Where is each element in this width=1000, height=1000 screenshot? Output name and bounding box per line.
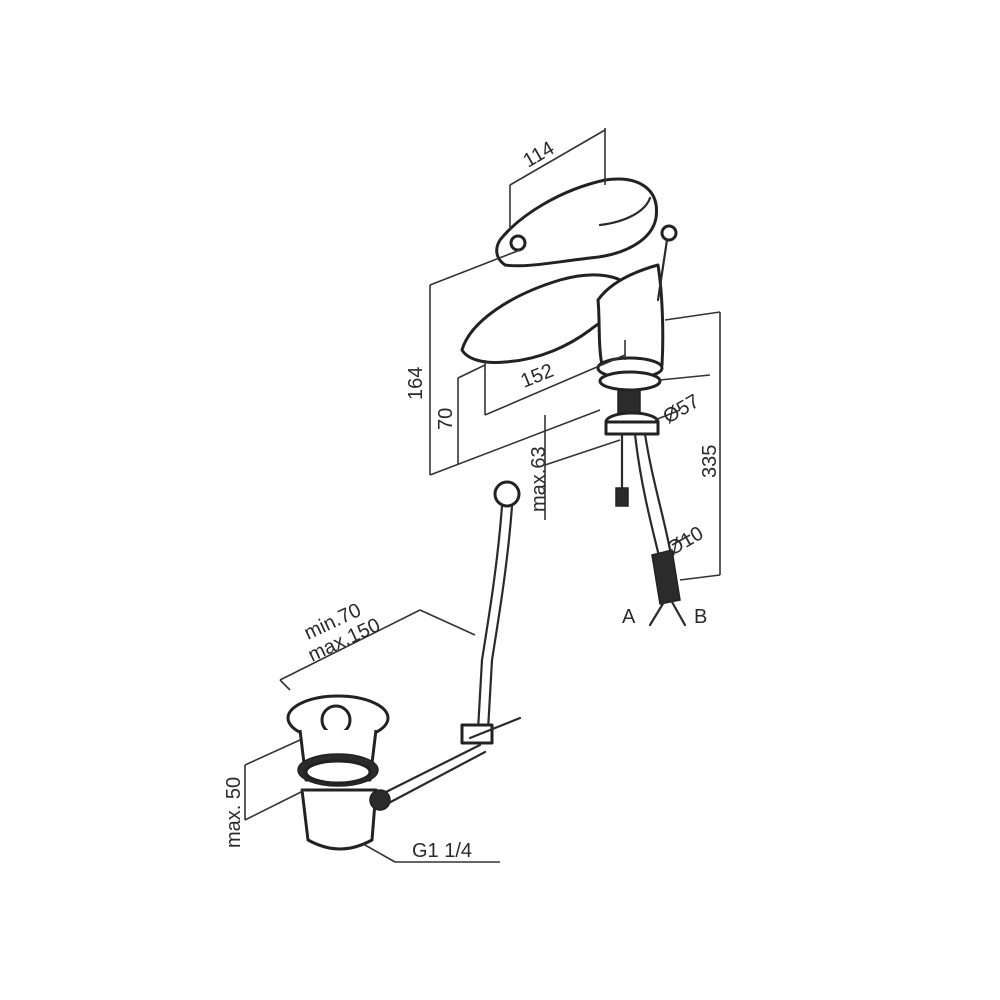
rod-knob: [493, 480, 521, 508]
label-total-height: 164: [405, 367, 427, 400]
label-waste-thread: G1 1/4: [412, 840, 472, 862]
label-spout-height: 70: [435, 408, 457, 430]
pop-up-knob: [660, 224, 678, 242]
lever-pivot: [509, 234, 527, 252]
faucet-body: [596, 263, 665, 367]
label-connection-b: B: [694, 606, 707, 628]
waste-body: [300, 788, 378, 851]
label-connection-a: A: [622, 606, 636, 628]
label-lever-length: 114: [520, 137, 559, 172]
dimension-lines: [244, 128, 721, 863]
label-waste-height: max. 50: [223, 777, 245, 848]
pop-up-waste: [286, 480, 522, 851]
lever-handle: [495, 177, 658, 268]
faucet: [460, 177, 687, 627]
label-mount-diameter: Ø57: [660, 390, 704, 428]
label-hose-length: 335: [699, 445, 721, 478]
label-deck-thickness: max.63: [528, 446, 550, 512]
label-spout-reach: 152: [518, 360, 557, 393]
